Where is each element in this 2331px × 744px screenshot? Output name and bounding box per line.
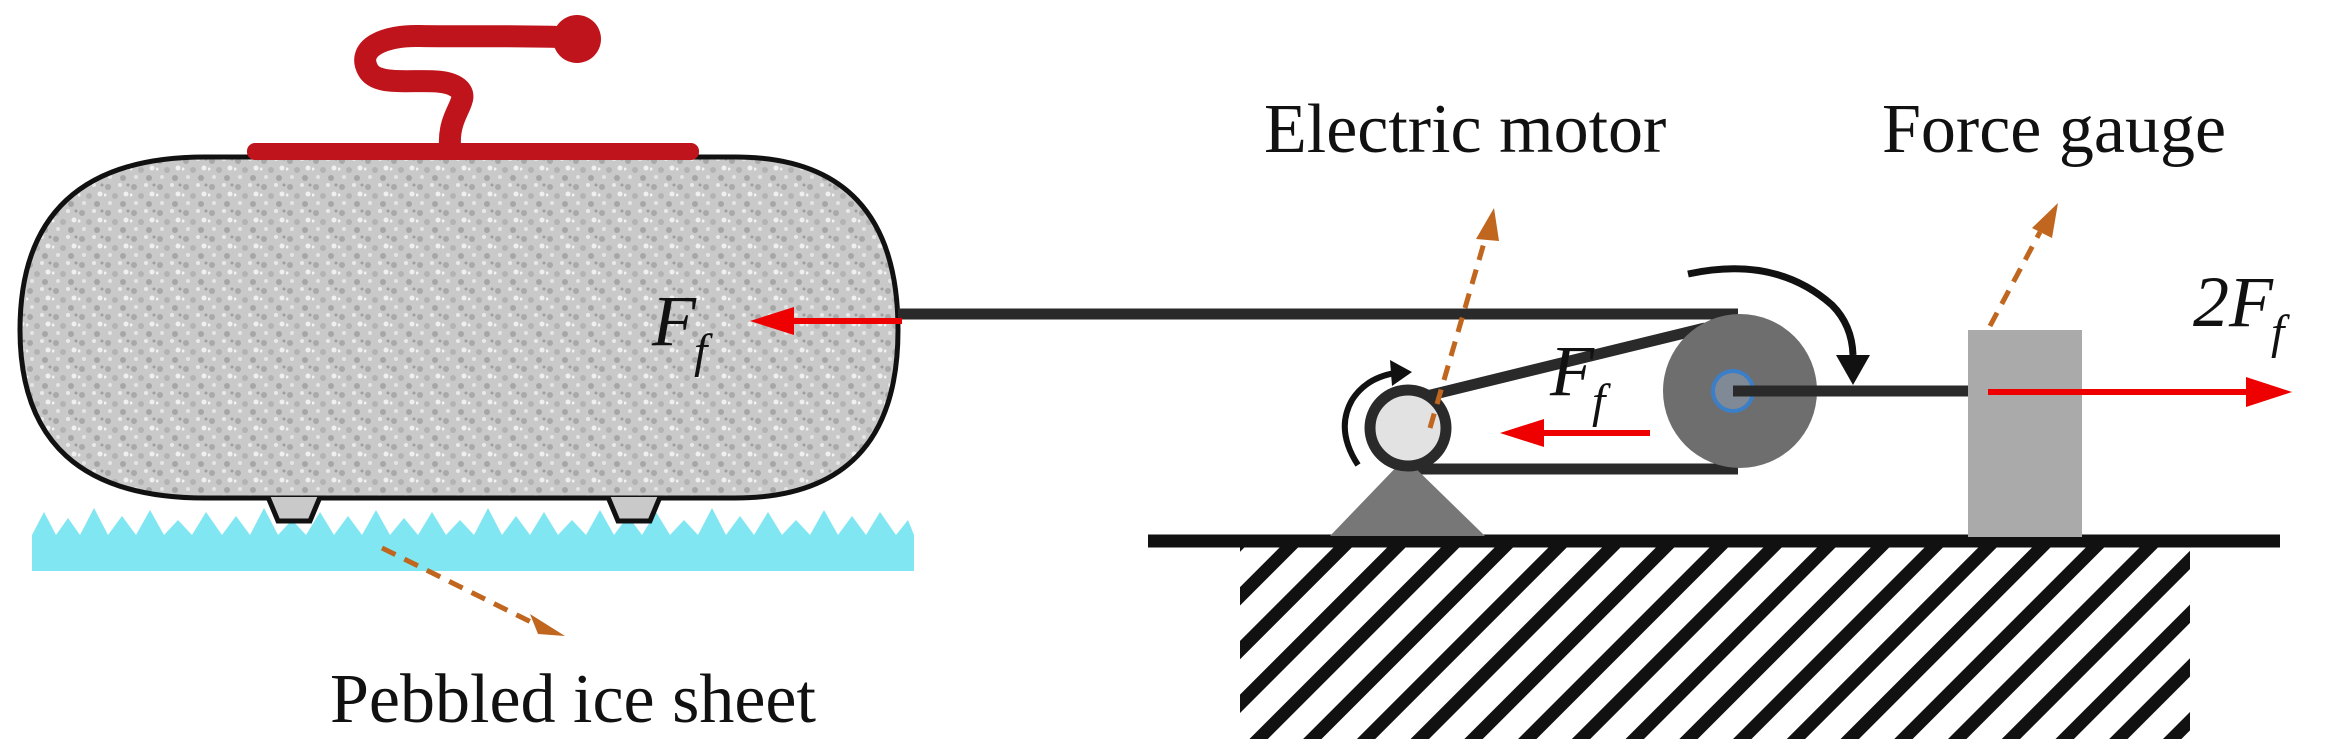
pointer-arrow-gauge	[1987, 203, 2058, 328]
rotation-arrow-large-icon	[1687, 265, 1870, 385]
stone-runner-right	[605, 496, 663, 524]
force-arrow-belt	[1500, 419, 1650, 447]
tow-belt	[898, 308, 1738, 475]
rotation-arrow-small-icon	[1341, 360, 1412, 467]
label-force-gauge: Force gauge	[1882, 91, 2226, 168]
force-label-belt: Ff	[1549, 331, 1611, 428]
stone-body	[17, 154, 901, 501]
ice-pebbles	[32, 508, 914, 535]
force-arrow-gauge	[1988, 377, 2292, 407]
handle-knob	[553, 15, 601, 63]
force-gauge-body	[1968, 330, 2082, 537]
ground	[1148, 534, 2280, 739]
small-pulley	[1364, 384, 1452, 472]
ground-hatch	[1240, 543, 2190, 739]
force-arrow-stone	[750, 307, 902, 335]
label-electric-motor: Electric motor	[1264, 91, 1666, 168]
pointer-arrow-motor	[1427, 208, 1499, 429]
stone-handle	[247, 15, 699, 160]
small-pulley-assembly	[1330, 384, 1485, 536]
label-pebbled-ice-sheet: Pebbled ice sheet	[330, 661, 816, 738]
pebbled-ice-sheet	[32, 508, 914, 571]
stone-runner-left	[265, 496, 323, 524]
pointer-arrow-ice	[380, 545, 565, 636]
force-label-gauge: 2Ff	[2193, 262, 2290, 359]
large-pulley-assembly	[1663, 314, 1985, 468]
curling-stone	[17, 154, 901, 524]
pulley-support	[1330, 458, 1485, 536]
